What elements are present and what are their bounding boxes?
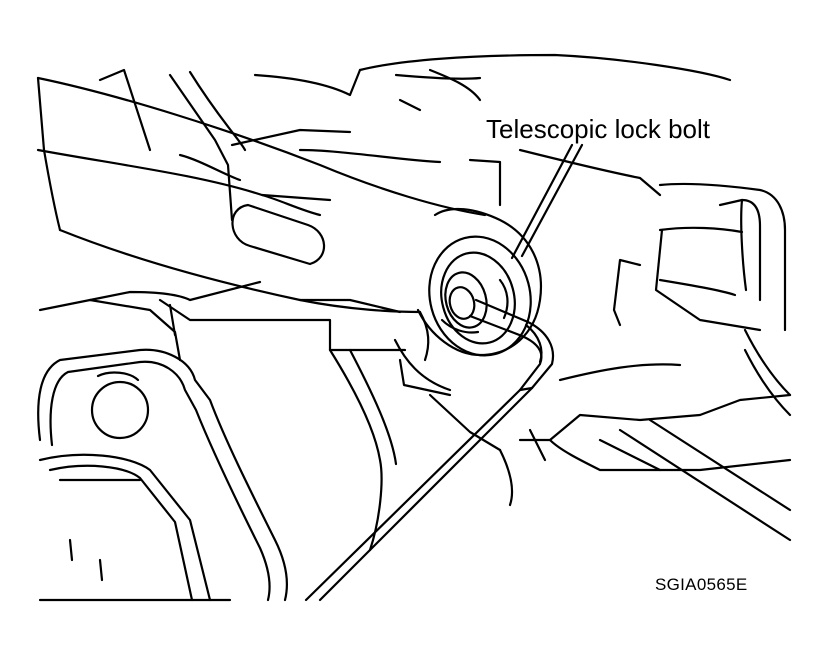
lower-right-plate [520,364,790,540]
right-bracket-outline [614,184,790,415]
hex-wrench [306,300,553,600]
bolt-housing-outer-rim [416,225,544,367]
callout-leader [512,145,582,258]
upper-housing-outline [100,55,730,220]
lock-bolt-housing [416,209,544,367]
lower-left-panel [40,455,230,600]
telescopic-lock-bolt-socket [446,284,477,321]
lower-bracket-outline [40,282,512,550]
callout-label: Telescopic lock bolt [486,114,710,144]
figure-code: SGIA0565E [655,575,748,594]
bolt-housing-inner-rim [431,244,524,352]
telescopic-lock-bolt [439,268,492,332]
clamp-hole [92,382,148,438]
left-clamp [38,350,287,600]
tube-slot-outline [232,205,324,264]
column-tube-outline [38,78,485,312]
